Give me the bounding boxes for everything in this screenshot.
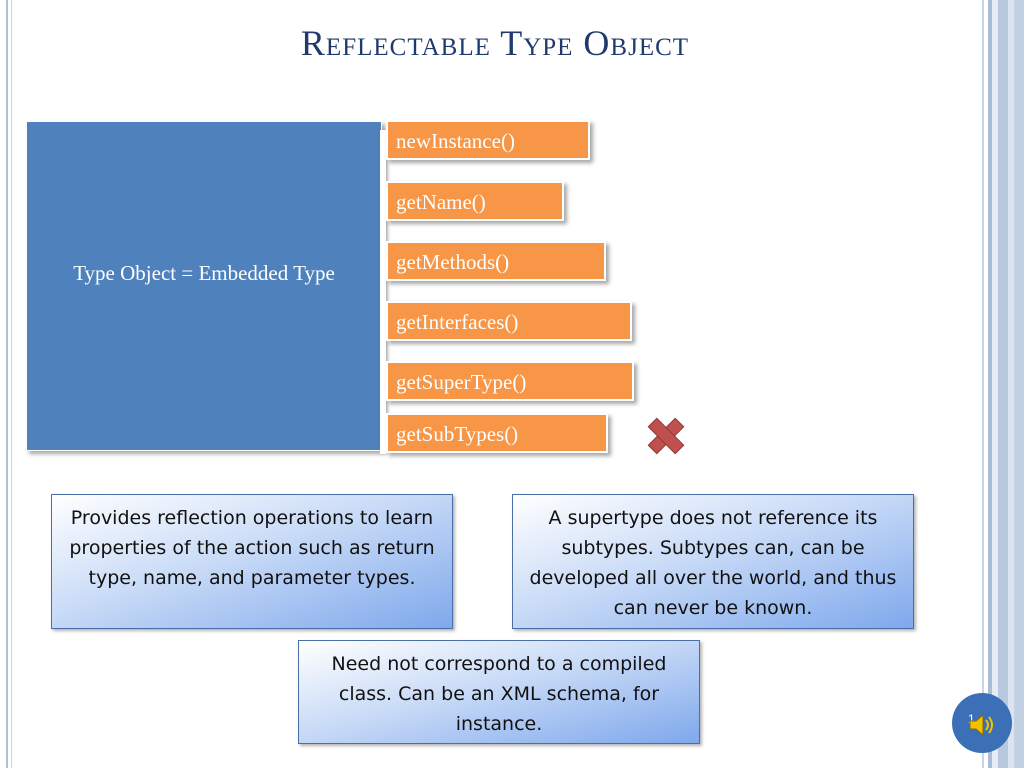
method-get-methods: getMethods() xyxy=(386,241,606,281)
slide-number: 1 xyxy=(968,712,975,726)
method-get-super-type: getSuperType() xyxy=(386,361,634,401)
left-border-line xyxy=(6,0,8,768)
method-new-instance: newInstance() xyxy=(386,120,590,160)
method-get-sub-types: getSubTypes() xyxy=(386,413,608,453)
method-list-connector xyxy=(380,130,386,454)
slide-title: Reflectable Type Object xyxy=(300,23,690,63)
x-mark-icon xyxy=(647,417,685,455)
note-supertype-reference: A supertype does not reference its subty… xyxy=(512,494,914,629)
type-object-box: Type Object = Embedded Type xyxy=(26,121,382,451)
left-border-line-inner xyxy=(11,0,12,768)
note-reflection-operations: Provides reflection operations to learn … xyxy=(51,494,453,629)
type-object-label: Type Object = Embedded Type xyxy=(73,261,335,285)
note-compiled-class: Need not correspond to a compiled class.… xyxy=(298,640,700,744)
right-border-stripes xyxy=(978,0,1024,768)
method-get-name: getName() xyxy=(386,181,564,221)
method-get-interfaces: getInterfaces() xyxy=(386,301,632,341)
speaker-icon[interactable] xyxy=(966,710,996,740)
